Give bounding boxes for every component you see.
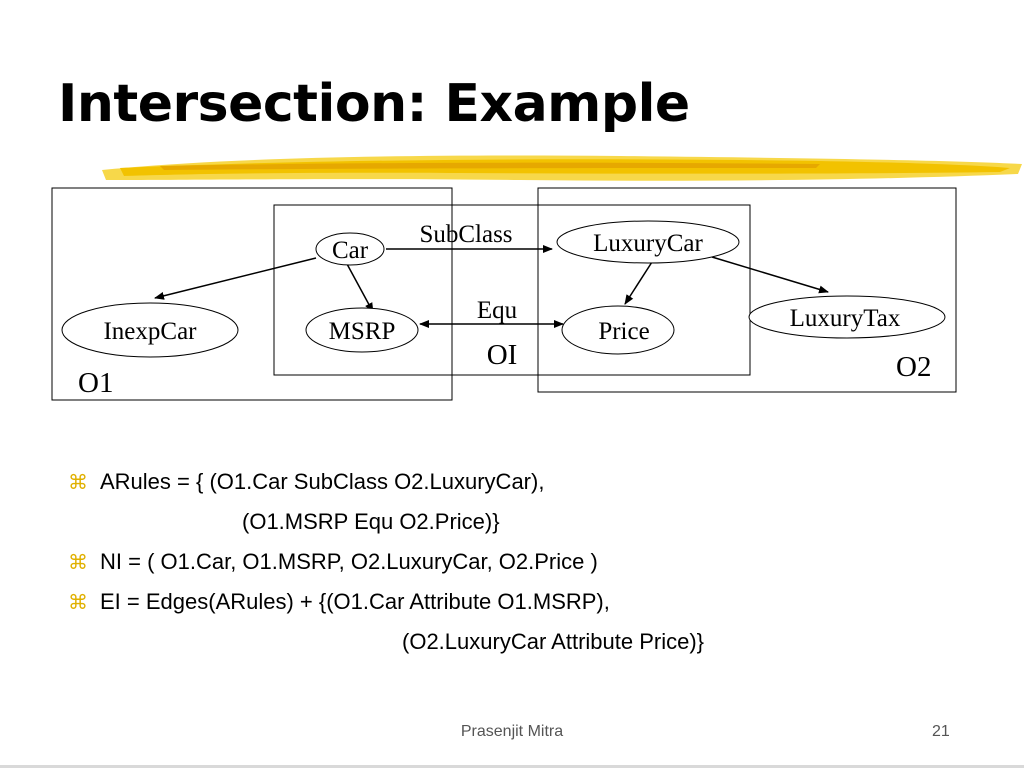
ontology-o1-box xyxy=(51,187,453,401)
ontology-oi-box xyxy=(273,204,751,376)
ontology-oi-label: OI xyxy=(487,339,518,371)
bullet-arules: ⌘ ARules = { (O1.Car SubClass O2.LuxuryCa… xyxy=(68,462,704,502)
edge-luxurycar-luxurytax xyxy=(711,256,829,294)
footer-author: Prasenjit Mitra xyxy=(460,723,564,740)
bullet-ei-continued: (O2.LuxuryCar Attribute Price)} xyxy=(68,622,704,662)
ontology-o2-box xyxy=(537,187,957,393)
bottom-divider xyxy=(0,765,1024,768)
bullet-ei-text: EI = Edges(ARules) + {(O1.Car Attribute … xyxy=(100,589,610,614)
edge-luxurycar-price xyxy=(624,261,653,305)
ontology-o1-label: O1 xyxy=(78,367,113,399)
node-luxurycar-label: LuxuryCar xyxy=(593,230,703,257)
bullet-ni-text: NI = ( O1.Car, O1.MSRP, O2.LuxuryCar, O2… xyxy=(100,549,598,574)
edge-subclass-label: SubClass xyxy=(419,221,512,248)
slide-title: Intersection: Example xyxy=(58,74,690,134)
bullet-ni: ⌘ NI = ( O1.Car, O1.MSRP, O2.LuxuryCar, O… xyxy=(68,542,704,582)
node-inexpcar xyxy=(61,302,239,358)
node-car-label: Car xyxy=(332,237,369,264)
node-car xyxy=(315,232,385,266)
node-luxurytax xyxy=(748,295,946,339)
bullet-arules-continued-text: (O1.MSRP Equ O2.Price)} xyxy=(242,509,500,534)
node-msrp xyxy=(305,307,419,353)
edge-car-inexpcar xyxy=(154,257,317,300)
ontology-diagram: Car InexpCar MSRP LuxuryCar Price Luxury… xyxy=(51,187,957,401)
node-luxurycar xyxy=(556,220,740,264)
edge-equ-label: Equ xyxy=(477,297,518,324)
node-msrp-label: MSRP xyxy=(329,318,396,345)
node-price-label: Price xyxy=(598,318,649,345)
edge-car-msrp xyxy=(346,263,374,313)
ontology-o2-label: O2 xyxy=(896,351,931,383)
bullet-ei: ⌘ EI = Edges(ARules) + {(O1.Car Attribute… xyxy=(68,582,704,622)
command-bullet-icon: ⌘ xyxy=(68,592,88,614)
rules-list: ⌘ ARules = { (O1.Car SubClass O2.LuxuryCa… xyxy=(68,462,704,662)
bullet-arules-text: ARules = { (O1.Car SubClass O2.LuxuryCar… xyxy=(100,469,545,494)
node-price xyxy=(561,305,675,355)
bullet-arules-continued: (O1.MSRP Equ O2.Price)} xyxy=(68,502,704,542)
node-luxurytax-label: LuxuryTax xyxy=(790,305,901,332)
page-number: 21 xyxy=(932,723,950,740)
command-bullet-icon: ⌘ xyxy=(68,552,88,574)
node-inexpcar-label: InexpCar xyxy=(103,318,197,345)
bullet-ei-continued-text: (O2.LuxuryCar Attribute Price)} xyxy=(402,629,705,654)
title-highlight-stroke xyxy=(102,155,1022,181)
command-bullet-icon: ⌘ xyxy=(68,472,88,494)
